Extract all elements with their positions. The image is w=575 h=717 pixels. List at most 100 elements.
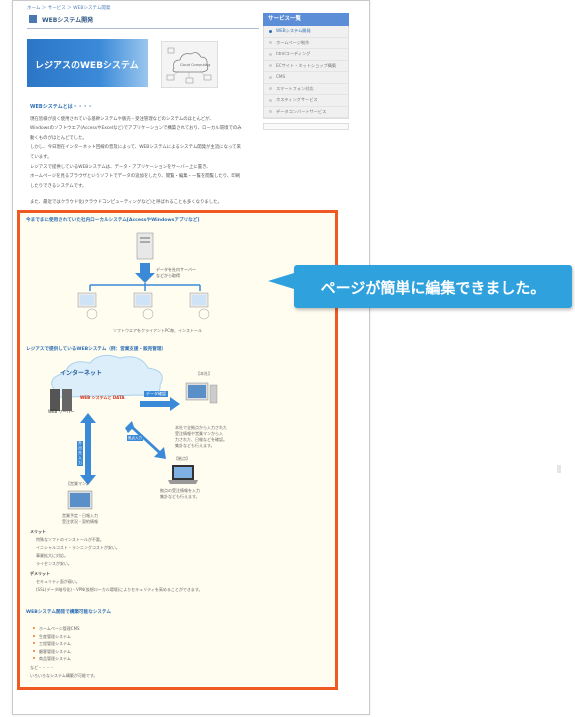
- sidebar-list: WEBシステム開発 ホームページ制作 htmlコーディング ECサイト・ネットシ…: [263, 26, 349, 119]
- server-note: データを社内サーバー などから取得: [156, 267, 196, 279]
- local-system-heading: 今までまに使用されていた社内ローカルシステム[AccessやWindowsアプリ…: [26, 218, 200, 223]
- vertical-double-arrow-icon: [80, 413, 96, 485]
- page-title: WEBシステム開発: [42, 17, 94, 24]
- merit-item: 特殊なソフトのインストールが不要。: [36, 537, 104, 542]
- sidebar-item-label: スマートフォン対応: [276, 85, 314, 91]
- bullet-icon: [269, 75, 272, 79]
- sidebar-item-html-coding[interactable]: htmlコーディング: [264, 49, 348, 61]
- intro-paragraph: 現在皆様が良く使用されている基幹システムや販売・受注管理などのシステムのほとんど…: [30, 116, 214, 122]
- intro-paragraph: しかし、今日現在インターネット回線の普及によって、WEBシステムによるシステム開…: [30, 145, 241, 151]
- merit-heading: メリット: [30, 529, 46, 534]
- demerit-item: (SSL(データ暗号化)・VPN(仮想ローカル環境)によりセキュリティを高めるこ…: [36, 587, 203, 592]
- branch-note: 拠点の受注情報を入力 集計なども行えます。: [160, 488, 200, 499]
- clients-note: ソフトウエアをクライアントPC毎、インストール: [113, 328, 202, 333]
- branch-laptop-icon: [168, 465, 198, 484]
- sales-pc-icon: [67, 490, 93, 510]
- cloud-sketch-icon: Cloud Computing: [166, 47, 212, 84]
- banner-text: レジアスのWEBシステム: [35, 61, 139, 71]
- bullet-icon: [269, 52, 272, 56]
- sidebar-item-label: CMS: [276, 74, 286, 79]
- cloud-image-label: Cloud Computing: [180, 63, 210, 67]
- hq-note: 本社で全拠点から入力された 受注情報や営業マンから入 力された、日報などを確認。…: [175, 425, 227, 448]
- sidebar-item-label: htmlコーディング: [276, 51, 311, 56]
- merit-item: 事業拡大に対応。: [36, 553, 68, 558]
- sales-note: 営業予定・日報入力 受注状況・契約情報: [62, 513, 98, 524]
- cloud-computing-image: Cloud Computing: [161, 41, 218, 88]
- sales-label: 【営業マン】: [66, 481, 90, 486]
- scroll-indicator: [557, 465, 561, 473]
- intro-paragraph: ています。: [30, 154, 52, 160]
- breadcrumb[interactable]: ホーム ＞ サービス ＞ WEBシステム開発: [27, 6, 111, 11]
- list-item: 生産管理システム: [32, 633, 80, 641]
- client-pc-icon: [133, 292, 154, 320]
- edit-success-callout: ページが簡単に編集できました。: [268, 265, 572, 308]
- sidebar-item-hosting[interactable]: ホスティングサービス: [264, 95, 348, 107]
- sidebar-footer: [263, 123, 349, 130]
- diagonal-double-arrow-icon: [125, 421, 166, 459]
- buildable-systems-heading: WEBシステム開発で構築可能なシステム: [26, 610, 111, 615]
- server-icon: [136, 232, 154, 260]
- bullet-icon: [269, 29, 272, 33]
- intro-paragraph: レジアスで提供しているWEBシステムは、データ・アプリケーションをサーバー上に置…: [30, 164, 211, 170]
- page-title-bar: WEBシステム開発: [27, 14, 259, 29]
- branch-input-label: 拠点入力: [127, 435, 143, 441]
- list-item: 顧客管理システム: [32, 648, 80, 656]
- list-item: 商品管理システム: [32, 655, 80, 663]
- list-item: 工程管理システム: [32, 640, 80, 648]
- merit-item: イニシャルコスト・ランニングコストが安い。: [36, 545, 120, 550]
- sidebar-item-data-convert[interactable]: データコンバートサービス: [264, 107, 348, 118]
- intro-paragraph: Windowsのソフトウエア(AccessやExcelなど)でアプリケーションで…: [30, 126, 242, 132]
- service-banner: レジアスのWEBシステム: [27, 39, 148, 87]
- intro-paragraph: ホームページを見るブラウザというソフトでデータの追加をしたり、閲覧・編集・一覧を…: [30, 174, 241, 180]
- branch-label: 【拠点】: [174, 456, 190, 461]
- intro-paragraph: また、最近ではクラウド化(クラウドコンピューティングなど)と呼ばれることも多くな…: [30, 200, 222, 206]
- intro-paragraph: したりできるシステムです。: [30, 183, 87, 189]
- sidebar-item-homepage[interactable]: ホームページ制作: [264, 38, 348, 49]
- sidebar-item-label: ホームページ制作: [276, 39, 310, 45]
- hq-pc-icon: [185, 382, 218, 404]
- diagram-graphics: [50, 232, 218, 510]
- outside-input-label: 外出先入力: [77, 441, 83, 466]
- closing-text: いろいろなシステム構築が可能です。: [30, 673, 98, 678]
- systems-list: ホームページ管理CMS 生産管理システム 工程管理システム 顧客管理システム 商…: [32, 625, 80, 663]
- etc-text: など・・・・: [30, 665, 54, 670]
- demerit-item: セキュリティ面が弱い。: [36, 579, 80, 584]
- bullet-icon: [269, 110, 272, 113]
- sidebar-header: サービス一覧: [263, 13, 349, 26]
- web-server-label: WEB サーバー: [48, 409, 75, 414]
- intro-paragraph: [30, 192, 350, 197]
- web-server-icon: [50, 389, 72, 411]
- sidebar-item-label: ホスティングサービス: [276, 97, 318, 102]
- hq-label: 【本社】: [196, 371, 212, 376]
- edited-content-highlight: 今までまに使用されていた社内ローカルシステム[AccessやWindowsアプリ…: [17, 210, 338, 690]
- sidebar-item-cms[interactable]: CMS: [264, 72, 348, 84]
- merit-item: ライセンスが安い。: [36, 561, 72, 566]
- demerit-heading: デメリット: [30, 571, 50, 576]
- web-system-data-label: WEB システムと DATA: [80, 395, 125, 400]
- bullet-icon: [269, 98, 272, 102]
- down-arrow-icon: [135, 263, 155, 283]
- sidebar-item-label: ECサイト・ネットショップ構築: [276, 62, 337, 68]
- sidebar-item-label: WEBシステム開発: [276, 28, 311, 33]
- sidebar-item-label: データコンバートサービス: [276, 108, 327, 114]
- internet-label: インターネット: [60, 370, 103, 377]
- intro-paragraph: 動くものがほとんどでした。: [30, 135, 87, 141]
- intro-heading: WEBシステムとは・・・・: [30, 104, 93, 110]
- data-check-label: データ確認: [144, 391, 168, 397]
- sidebar-item-smartphone[interactable]: スマートフォン対応: [264, 84, 348, 95]
- bullet-icon: [269, 64, 272, 67]
- service-sidebar: サービス一覧 WEBシステム開発 ホームページ制作 htmlコーディング ECサ…: [263, 13, 349, 130]
- client-pc-icon: [77, 292, 98, 320]
- sidebar-item-ec-site[interactable]: ECサイト・ネットショップ構築: [264, 61, 348, 72]
- bullet-icon: [269, 87, 272, 90]
- bullet-icon: [269, 41, 272, 44]
- list-item: ホームページ管理CMS: [32, 625, 80, 633]
- web-system-heading: レジアスで提供しているWEBシステム（例：営業支援・販売管理）: [26, 347, 167, 352]
- callout-text: ページが簡単に編集できました。: [320, 279, 546, 297]
- sidebar-item-web-system[interactable]: WEBシステム開発: [264, 26, 348, 38]
- internet-cloud-icon: [51, 354, 163, 398]
- server-note-text: データを社内サーバー などから取得: [156, 267, 196, 278]
- title-square-icon: [29, 15, 37, 23]
- connector-line: [89, 283, 201, 291]
- intro-section: WEBシステムとは・・・・ 現在皆様が良く使用されている基幹システムや販売・受注…: [30, 104, 350, 209]
